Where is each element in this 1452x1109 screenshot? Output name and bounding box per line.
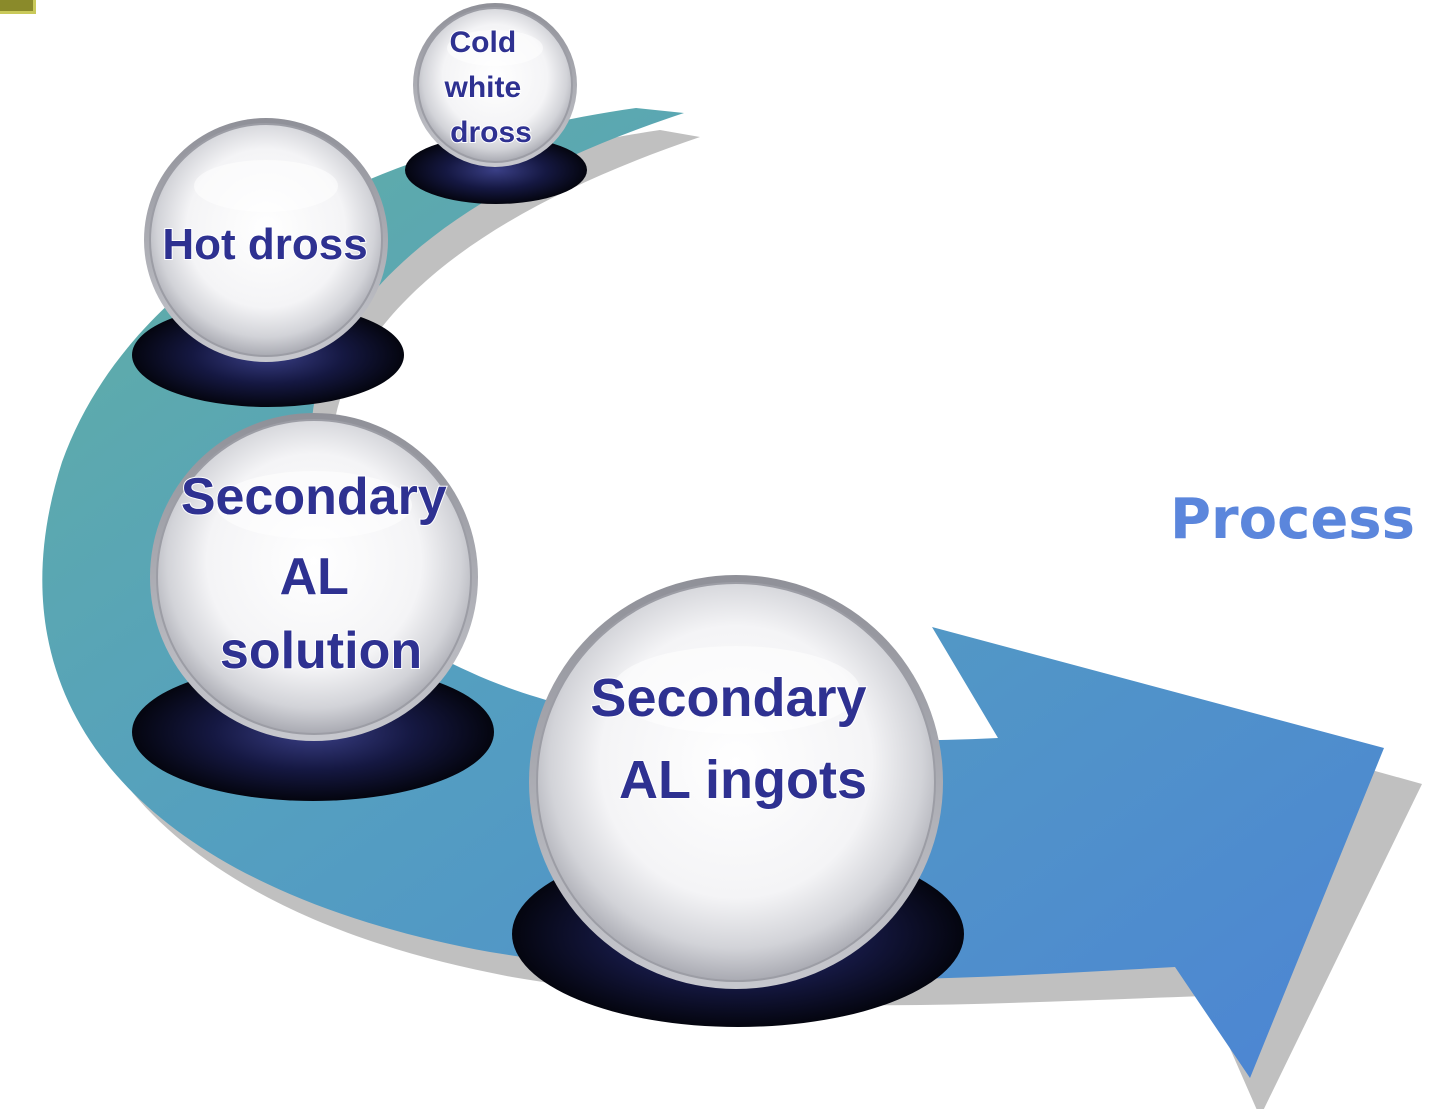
stage-label-al-ingots: Secondary AL ingots [590,668,881,810]
process-arrow [42,108,1384,1078]
process-title: Process [1170,487,1415,552]
stage-label-al-solution: Secondary AL solution [181,468,461,680]
ball-hot-dross [144,118,388,362]
stage-label-cold-dross: Cold white dross [443,26,531,149]
ball-al-ingots [529,575,943,989]
corner-mark [0,0,36,14]
stage-label-hot-dross: Hot dross [162,220,367,269]
ball-cold-dross [413,3,577,167]
ball-al-solution [150,413,478,741]
